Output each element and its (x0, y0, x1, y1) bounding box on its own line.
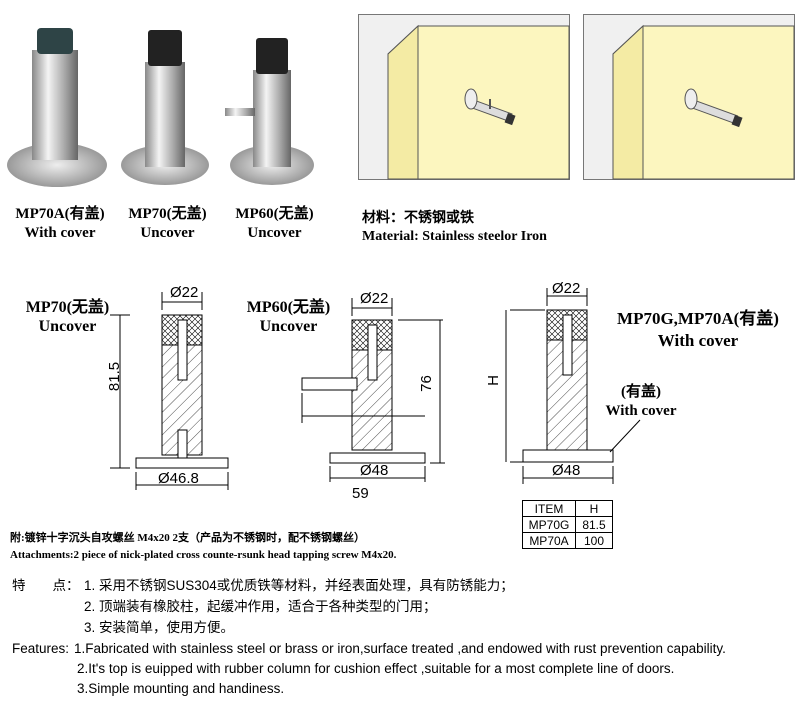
product-model: MP70A(有盖) (15, 206, 105, 222)
dim-base-diameter: Ø48 (360, 462, 389, 479)
feature-cn-item: 2. 顶端装有橡胶柱，起缓冲作用，适合于各种类型的门用； (84, 599, 437, 614)
dim-top-diameter: Ø22 (360, 290, 389, 307)
dim-height: H (484, 375, 502, 386)
table-header-cell: H (575, 500, 613, 517)
drawing-variant: With cover (657, 331, 739, 350)
table-cell: 100 (575, 532, 613, 549)
feature-en-item: 3.Simple mounting and handiness. (77, 681, 285, 696)
dim-top-diameter: Ø22 (170, 284, 199, 301)
feature-en-item: 1.Fabricated with stainless steel or bra… (74, 641, 726, 656)
drawing-model: MP70(无盖) (25, 299, 110, 316)
dim-top-diameter: Ø22 (552, 280, 581, 297)
features-cn-label: 特 点： (12, 578, 80, 593)
attachments-en: Attachments:2 piece of nick-plated cross… (10, 549, 397, 561)
table-header-cell: ITEM (522, 500, 576, 517)
drawing-variant: Uncover (38, 318, 97, 335)
material-cn: 材料：不锈钢或铁 (362, 211, 474, 226)
callout-cn: (有盖) (621, 384, 661, 400)
feature-cn-item: 1. 采用不锈钢SUS304或优质铁等材料，并经表面处理，具有防锈能力； (84, 578, 514, 593)
photo-mp70 (121, 30, 209, 185)
drawing-mp60 (301, 298, 445, 482)
product-model: MP70(无盖) (128, 206, 207, 222)
dim-base-diameter: Ø48 (552, 462, 581, 479)
drawing-model: MP60(无盖) (246, 299, 331, 316)
technical-drawings (110, 288, 641, 490)
installation-illustration-2 (583, 14, 795, 180)
material-en-suffix: or Iron (504, 229, 547, 244)
dim-width: 59 (352, 485, 369, 502)
dim-height: 81.5 (106, 361, 124, 392)
callout-en: With cover (605, 403, 677, 419)
product-variant: Uncover (247, 225, 302, 241)
photo-mp60 (225, 38, 314, 185)
product-variant: Uncover (140, 225, 195, 241)
product-variant: With cover (24, 225, 96, 241)
table-cell: MP70A (522, 532, 576, 549)
table-cell: 81.5 (575, 516, 613, 533)
dim-height: 76 (417, 375, 435, 392)
attachments-cn: 附:镀锌十字沉头自攻螺丝 M4x20 2支（产品为不锈钢时，配不锈钢螺丝） (10, 532, 366, 544)
drawing-variant: Uncover (259, 318, 318, 335)
drawing-mp70g (505, 288, 641, 484)
product-photos (7, 28, 314, 187)
dim-base-diameter: Ø46.8 (158, 470, 199, 487)
feature-cn-item: 3. 安装简单，使用方便。 (84, 620, 235, 635)
installation-illustration-1 (358, 14, 570, 180)
features-en-label: Features: (12, 641, 70, 656)
drawing-model: MP70G,MP70A(有盖) (617, 309, 779, 328)
feature-en-item: 2.It's top is euipped with rubber column… (77, 661, 675, 676)
photo-mp70a (7, 28, 107, 187)
drawing-mp70 (110, 292, 229, 490)
product-model: MP60(无盖) (235, 206, 314, 222)
material-en: Material: Stainless steel (362, 229, 505, 244)
table-cell: MP70G (522, 516, 576, 533)
